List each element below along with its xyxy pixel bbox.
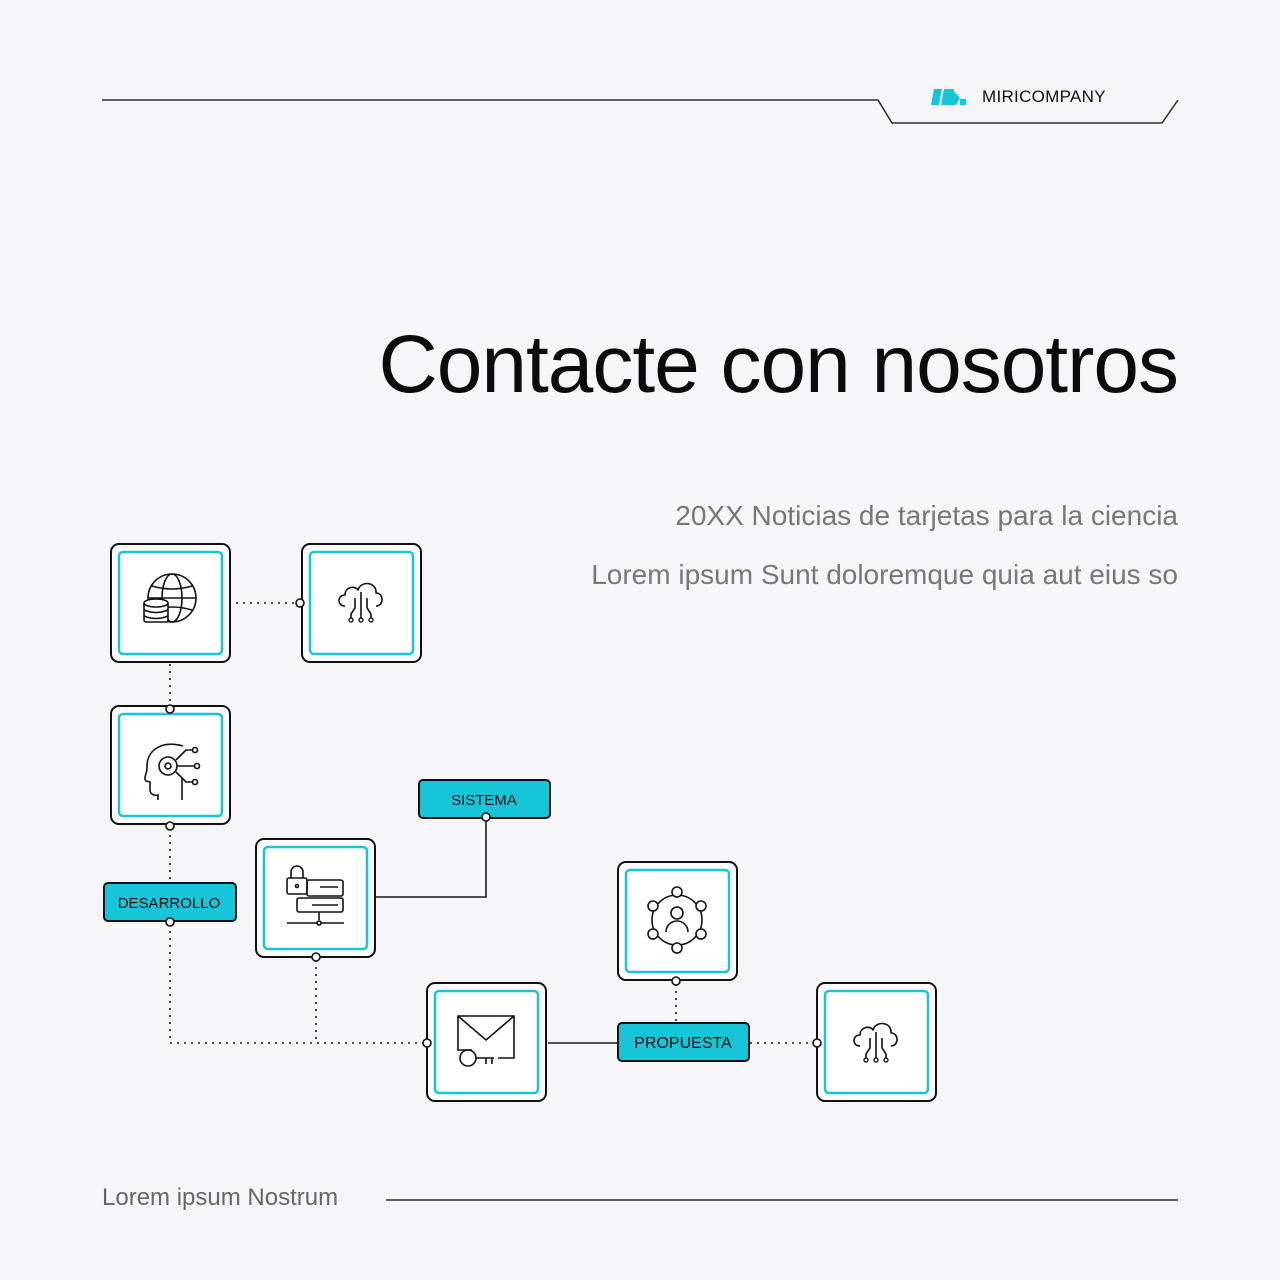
label-desarrollo-text: DESARROLLO: [118, 895, 221, 912]
label-sistema[interactable]: SISTEMA: [418, 779, 551, 819]
footer-text: Lorem ipsum Nostrum: [102, 1184, 339, 1211]
subtitle-line-2: Lorem ipsum Sunt doloremque quia aut eiu…: [591, 559, 1178, 590]
secure-server-icon: [286, 865, 344, 926]
label-desarrollo[interactable]: DESARROLLO: [103, 882, 237, 922]
brand-name: MIRICOMPANY: [982, 87, 1106, 106]
node-email-key[interactable]: [426, 982, 547, 1102]
miricompany-logo-icon: [931, 89, 966, 105]
label-propuesta-text: PROPUESTA: [634, 1035, 732, 1052]
subtitle-line-1: 20XX Noticias de tarjetas para la cienci…: [675, 500, 1178, 531]
label-propuesta[interactable]: PROPUESTA: [617, 1022, 750, 1062]
email-key-icon: [457, 1015, 515, 1067]
user-network-icon: [647, 886, 707, 954]
brand[interactable]: MIRICOMPANY: [930, 86, 1106, 108]
diagram-nodes: [110, 543, 937, 1102]
page-title: Contacte con nosotros: [378, 319, 1179, 410]
label-sistema-text: SISTEMA: [451, 792, 517, 809]
ai-head-icon: [144, 743, 201, 800]
node-globe-database[interactable]: [110, 543, 231, 663]
connector-dots: [165, 598, 822, 1048]
globe-database-icon: [143, 573, 197, 623]
